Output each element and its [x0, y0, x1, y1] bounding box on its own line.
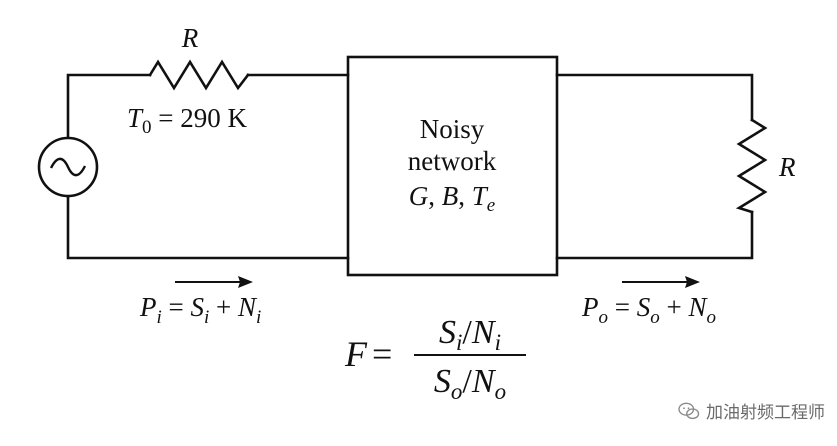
load-resistor-label: R: [778, 152, 796, 182]
noisy-network-box: [346, 55, 559, 277]
network-title-line2: network: [408, 146, 497, 176]
output-power-expression: Po = So + No: [581, 292, 716, 328]
bottom-right-wire: [555, 210, 754, 260]
series-resistor: [148, 59, 250, 91]
wechat-icon: [678, 402, 700, 419]
source-temperature-label: T0 = 290 K: [127, 103, 248, 138]
input-power-expression: Pi = Si + Ni: [139, 292, 261, 328]
network-parameters: G, B, Te: [409, 181, 495, 216]
formula-denominator: So/No: [434, 363, 506, 404]
series-resistor-label: R: [181, 23, 199, 53]
load-resistor: [735, 118, 768, 214]
top-right-wire: [555, 73, 754, 122]
input-arrow: [175, 276, 253, 288]
watermark-text: 加油射频工程师: [706, 403, 825, 423]
formula-numerator: Si/Ni: [439, 314, 501, 355]
watermark: 加油射频工程师: [678, 398, 825, 423]
formula-lhs: F: [344, 334, 368, 374]
network-title-line1: Noisy: [420, 114, 485, 144]
formula-equals: =: [372, 334, 392, 374]
ac-source: [37, 136, 99, 198]
bottom-left-wire: [66, 195, 350, 260]
output-arrow: [622, 276, 700, 288]
